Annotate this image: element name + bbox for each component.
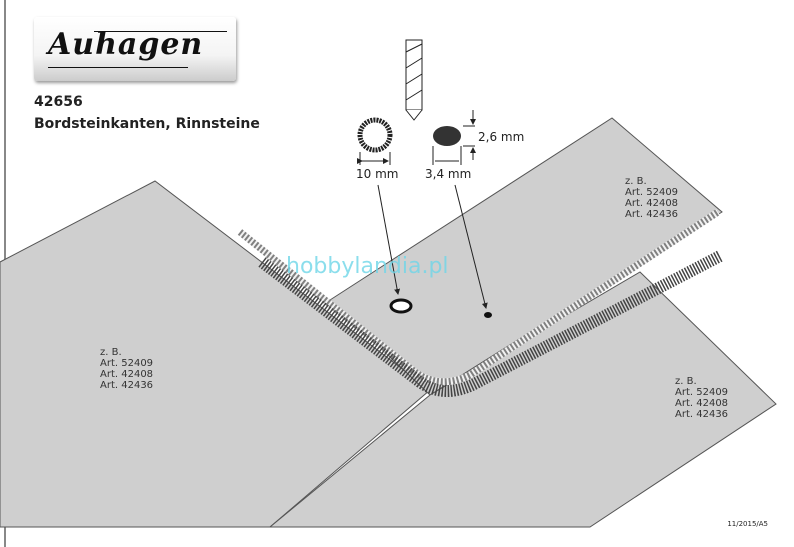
watermark: hobbylandia.pl (286, 254, 449, 279)
product-title: Bordsteinkanten, Rinnsteine (34, 116, 260, 132)
drill-diameter: 3,4 mm (425, 167, 472, 181)
left-plate (0, 180, 431, 528)
ring-diameter: 10 mm (356, 167, 399, 181)
auhagen-logo: Auhagen (34, 17, 236, 81)
ring-height: 2,6 mm (478, 130, 525, 144)
ring-side-icon (433, 126, 461, 146)
ring-icon (357, 117, 393, 153)
footer-code: 11/2015/A5 (727, 520, 768, 528)
article-number: 42656 (34, 94, 83, 110)
bottom-right-plate (268, 271, 777, 528)
drill-bit-icon (405, 39, 423, 121)
ring-hole (389, 298, 413, 314)
drill-hole (484, 312, 492, 318)
gutter (258, 250, 723, 397)
